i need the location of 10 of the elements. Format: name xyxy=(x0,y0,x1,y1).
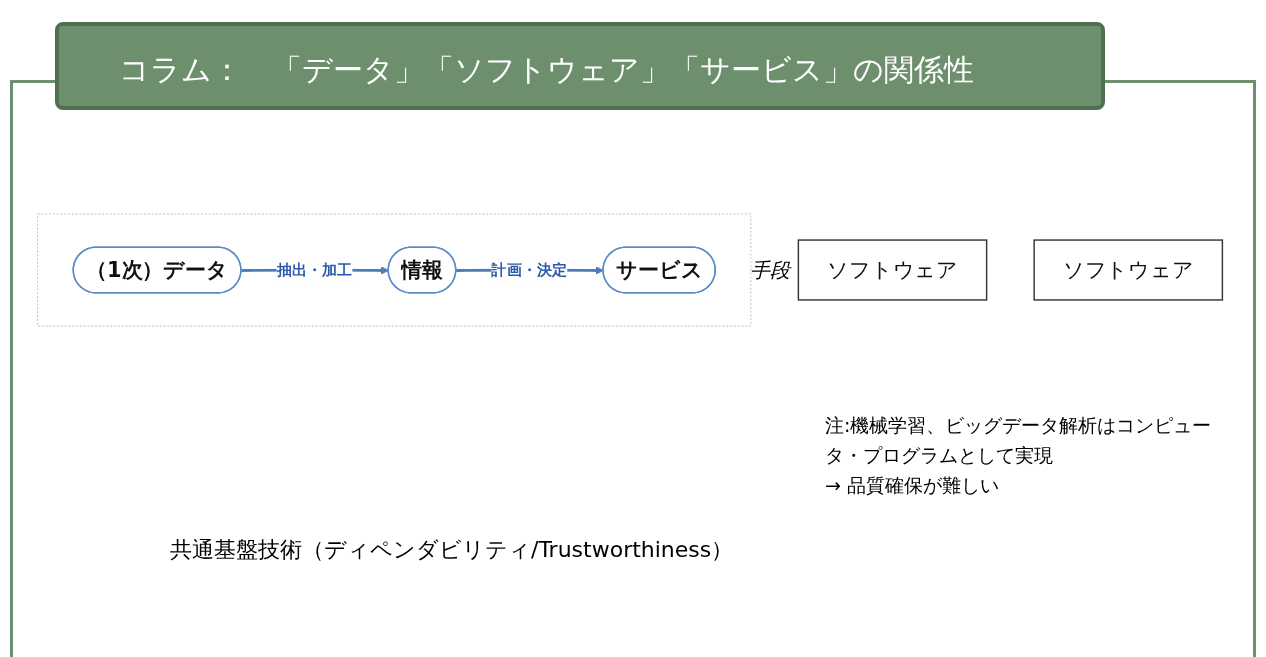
node-box: ソフトウェア xyxy=(1033,239,1224,301)
cluster xyxy=(37,213,752,327)
node-box: ソフトウェア xyxy=(797,239,988,301)
side-label: 手段 xyxy=(750,256,791,284)
edge-label: 抽出・加工 xyxy=(276,260,353,279)
edge-label: 計画・決定 xyxy=(491,260,568,279)
title-banner: コラム： 「データ」「ソフトウェア」「サービス」の関係性 xyxy=(55,22,1105,110)
note-text: 注:機械学習、ビッグデータ解析はコンピュータ・プログラムとして実現 xyxy=(825,413,1213,468)
caption-text: 共通基盤技術（ディペンダビリティ/Trustworthiness） xyxy=(170,536,734,564)
note-text: → 品質確保が難しい xyxy=(825,473,1000,498)
